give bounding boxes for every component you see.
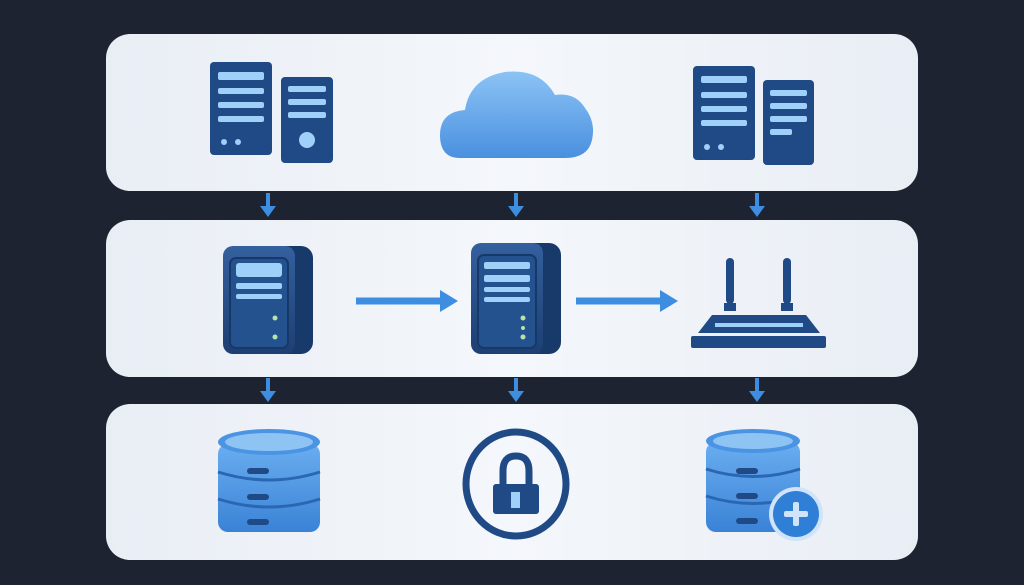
server-tower-icon (223, 246, 313, 354)
arrow-down-icon (508, 193, 524, 217)
server-rack-icon (693, 66, 814, 165)
arrow-down-icon (260, 193, 276, 217)
server-rack-icon (210, 62, 333, 163)
database-icon (217, 429, 321, 532)
lock-icon (462, 428, 570, 540)
arrow-down-icon (508, 378, 524, 402)
arrow-right-icon (576, 290, 678, 312)
arrow-right-icon (356, 290, 458, 312)
server-tower-icon (471, 243, 561, 354)
router-icon (691, 258, 826, 348)
database-add-icon (705, 429, 823, 541)
arrow-down-icon (749, 193, 765, 217)
cloud-icon (440, 71, 594, 158)
arrow-down-icon (749, 378, 765, 402)
down-arrows (260, 193, 765, 402)
arrow-down-icon (260, 378, 276, 402)
plus-badge-icon (769, 487, 823, 541)
